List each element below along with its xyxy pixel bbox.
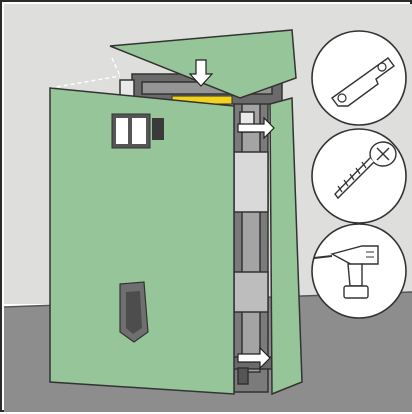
arrow-right-bottom (237, 346, 271, 370)
cordless-drill-icon (311, 223, 407, 319)
side-panel (269, 97, 303, 396)
arrow-right-top (237, 116, 275, 140)
arrow-down (188, 59, 214, 87)
screw-icon (311, 128, 407, 224)
front-panel (49, 87, 235, 395)
direction-arrows (188, 59, 275, 370)
mounting-bracket-icon (311, 30, 407, 126)
tool-icons (311, 30, 407, 319)
